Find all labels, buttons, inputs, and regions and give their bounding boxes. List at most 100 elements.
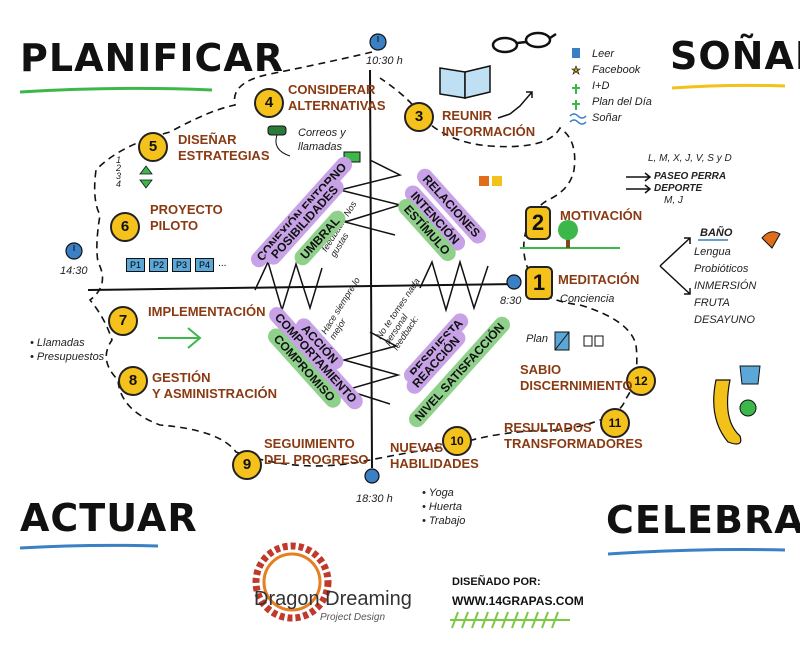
step-8-badge: 8: [118, 366, 148, 396]
pilot-box-2: P2: [149, 258, 169, 272]
sonar-item: Leer: [592, 48, 615, 60]
step-10-badge: 10: [442, 426, 472, 456]
step-9-badge: 9: [232, 450, 262, 480]
step-11-label-line2: TRANSFORMADORES: [504, 436, 643, 451]
bano-item: Probióticos: [694, 263, 749, 275]
clock-bottom-icon: [364, 468, 380, 484]
quadrant-planificar: PLANIFICAR: [20, 36, 285, 80]
bano-item: Lengua: [694, 246, 731, 258]
habilidad-item: • Huerta: [422, 501, 462, 513]
step-8-label: GESTIÓN Y ASMINISTRACIÓN: [152, 370, 277, 402]
zigzag-top: [339, 159, 403, 236]
credit-line2: WWW.14GRAPAS.COM: [452, 594, 584, 608]
fruit-icon: [739, 399, 757, 417]
step-7-label: IMPLEMENTACIÓN: [148, 304, 266, 319]
clock-right-icon: [506, 274, 522, 290]
note-side-numbers: 1 2 3 4: [116, 155, 122, 189]
step-12-label-line2: DISCERNIMIENTO: [520, 378, 633, 393]
step-12-label-line1: SABIO: [520, 362, 562, 377]
note-mj: M, J: [664, 195, 683, 206]
bullet-facebook-icon: [571, 65, 581, 75]
step-7-badge: 7: [108, 306, 138, 336]
step-4-badge: 4: [254, 88, 284, 118]
step-6-label-line1: PROYECTO: [150, 202, 223, 217]
gestion-item: • Llamadas: [30, 337, 85, 349]
quadrant-actuar: ACTUAR: [20, 496, 198, 540]
banana-icon: [713, 379, 742, 445]
sonar-item: Plan del Día: [592, 96, 652, 108]
note-plan: Plan: [526, 333, 549, 345]
bullet-sonar-icon: [569, 113, 587, 125]
logo-name: Dragon Dreaming: [254, 588, 412, 610]
dashed-path: [88, 51, 638, 467]
underline-celebrar: [607, 548, 786, 556]
gestion-item: • Presupuestos: [30, 351, 105, 363]
clock-left-icon: [65, 242, 83, 260]
sonar-list: Leer Facebook I+D Plan del Día Soñar: [592, 46, 652, 126]
credit-line1: DISEÑADO POR:: [452, 576, 541, 588]
time-1430: 14:30: [60, 265, 88, 277]
step-6-badge: 6: [110, 212, 140, 242]
step-5-badge: 5: [138, 132, 168, 162]
pilot-box-1: P1: [126, 258, 146, 272]
step-11-label: RESULTADOS TRANSFORMADORES: [504, 420, 643, 452]
up-down-arrows-icon: [139, 165, 153, 189]
step-2-label: MOTIVACIÓN: [560, 208, 643, 223]
plan-doc-icon-3: [594, 335, 604, 347]
step-5-label-line1: DISEÑAR: [178, 132, 237, 147]
sonar-item: Soñar: [592, 112, 622, 124]
step-8-label-line1: GESTIÓN: [152, 370, 211, 385]
step-3-label-line1: REUNIR: [442, 108, 492, 123]
cup-icon: [739, 365, 761, 385]
bano-item: FRUTA: [694, 297, 730, 309]
dragon-logo-icon: [252, 542, 332, 622]
pilot-box-3: P3: [172, 258, 192, 272]
zigzag-right: [419, 259, 489, 313]
step-6-label-line2: PILOTO: [150, 218, 199, 233]
growth-arrow-icon: [497, 91, 533, 119]
step-8-label-line2: Y ASMINISTRACIÓN: [152, 386, 277, 401]
routine-arrow-1: [626, 172, 652, 182]
book-icon: [439, 65, 491, 99]
habilidades-list: • Yoga • Huerta • Trabajo: [422, 486, 465, 528]
underline-actuar: [19, 543, 159, 550]
habilidad-item: • Yoga: [422, 487, 454, 499]
step-12-badge: 12: [626, 366, 656, 396]
routine-arrow-2: [626, 184, 652, 194]
glasses-icon: [491, 31, 557, 54]
step-9-label-line1: SEGUIMIENTO: [264, 436, 355, 451]
time-1030-top: 10:30 h: [366, 55, 403, 67]
logo-sub: Project Design: [320, 612, 386, 623]
sonar-item: I+D: [592, 80, 610, 92]
step-1-badge: 1: [525, 266, 553, 300]
credit-hatch: [450, 611, 570, 629]
step-5-label: DISEÑAR ESTRATEGIAS: [178, 132, 270, 164]
step-11-badge: 11: [600, 408, 630, 438]
bullet-plan-icon: [572, 100, 580, 110]
step-1-label: MEDITACIÓN: [558, 272, 640, 287]
bano-item: DESAYUNO: [694, 314, 755, 326]
bano-list: Lengua Probióticos INMERSIÓN FRUTA DESAY…: [694, 244, 756, 329]
habilidad-item: • Trabajo: [422, 515, 466, 527]
pilot-boxes: P1 P2 P3 P4 ...: [126, 258, 226, 272]
pilot-box-4: P4: [195, 258, 215, 272]
step-4-label-line1: CONSIDERAR: [288, 82, 376, 97]
step-6-label: PROYECTO PILOTO: [150, 202, 223, 234]
step-4-label-line2: ALTERNATIVAS: [288, 98, 386, 113]
zigzag-left: [254, 259, 323, 313]
step-3-label-line2: INFORMACIÓN: [442, 124, 536, 139]
step-10-label: NUEVAS HABILIDADES: [390, 440, 479, 472]
bullet-leer-icon: [572, 48, 580, 58]
step-5-label-line2: ESTRATEGIAS: [178, 148, 270, 163]
underline-sonar: [671, 83, 786, 90]
phone-icon: [267, 125, 291, 157]
time-1830: 18:30 h: [356, 493, 393, 505]
implementation-arrow: [158, 327, 202, 349]
sonar-item: Facebook: [592, 64, 641, 76]
note-deporte: DEPORTE: [654, 183, 703, 194]
orange-square: [479, 176, 489, 186]
quadrant-celebrar: CELEBRAR: [606, 498, 800, 542]
brush-icon: [761, 231, 781, 249]
